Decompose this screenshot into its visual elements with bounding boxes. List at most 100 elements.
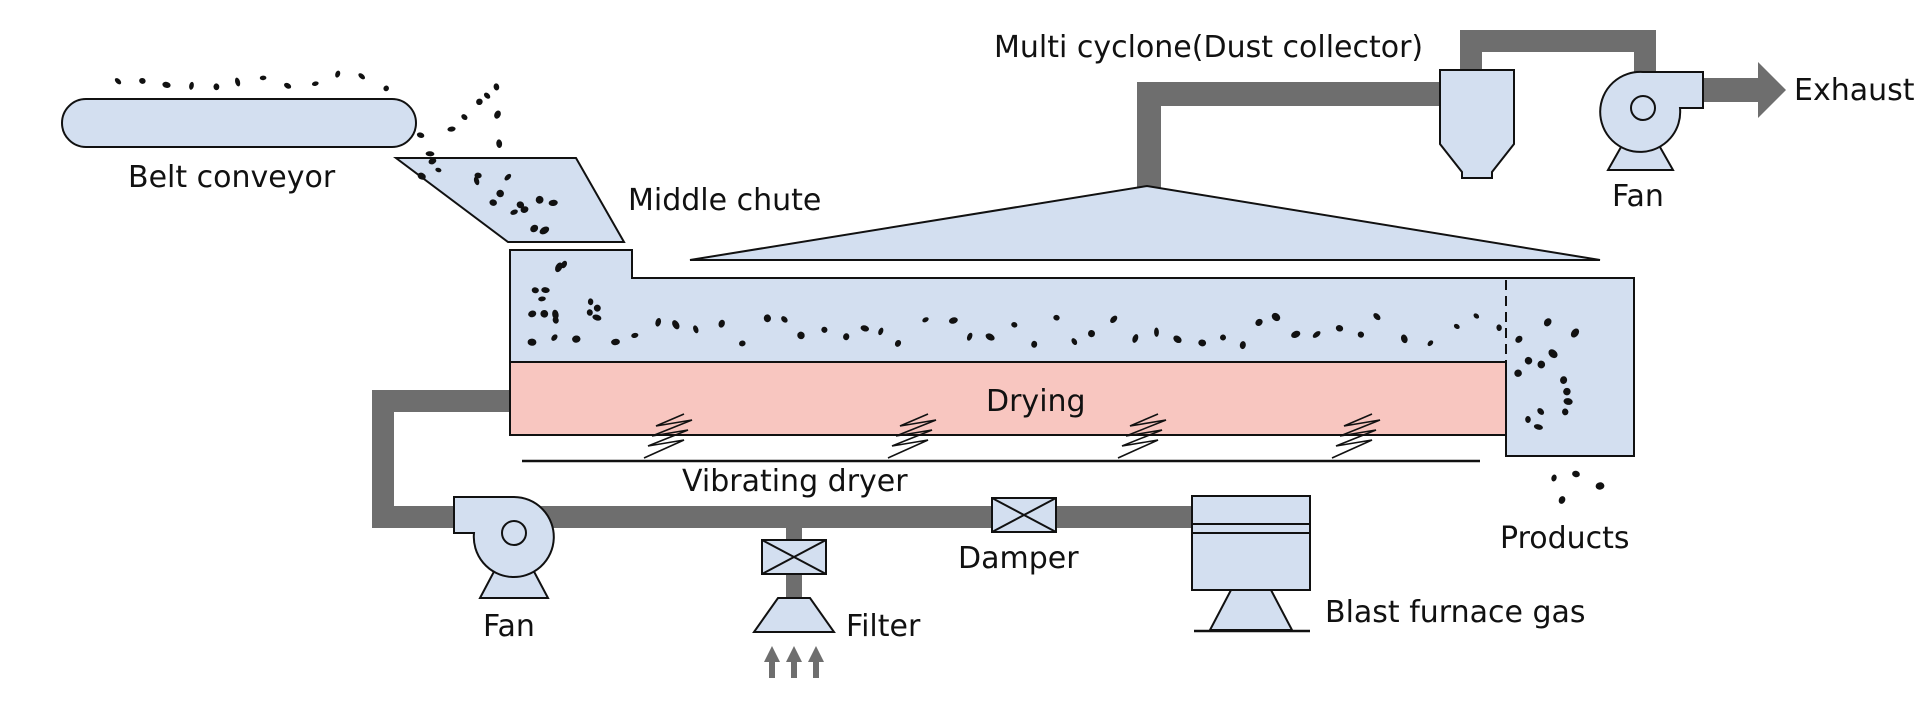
label-products: Products: [1500, 521, 1630, 556]
particle: [538, 296, 546, 302]
particle: [1533, 424, 1543, 430]
duct-to-cyclone: [1137, 82, 1442, 106]
particle: [416, 132, 425, 138]
particle: [611, 338, 620, 346]
exhaust-arrow-icon: [1758, 62, 1786, 118]
particle: [516, 201, 525, 209]
particle: [496, 139, 503, 148]
particle: [447, 126, 456, 132]
particle: [821, 326, 828, 333]
vibration-springs: [643, 413, 1381, 459]
particle: [114, 78, 122, 85]
particle: [1514, 369, 1522, 377]
particle: [535, 195, 544, 204]
particle: [139, 77, 146, 84]
particle: [494, 110, 501, 119]
particle: [693, 325, 699, 334]
particle: [1335, 325, 1344, 332]
particle: [1473, 313, 1480, 319]
particle: [718, 319, 725, 328]
particle: [922, 317, 929, 323]
particle: [1537, 408, 1545, 415]
label-middle-chute: Middle chute: [628, 183, 821, 218]
particle: [1271, 312, 1281, 322]
particle: [587, 298, 594, 306]
particle: [948, 317, 958, 324]
particle: [259, 75, 267, 81]
middle-chute: [393, 157, 626, 243]
particle: [1560, 376, 1568, 384]
particle: [1031, 340, 1038, 348]
particle: [1548, 349, 1558, 359]
label-belt-conveyor: Belt conveyor: [128, 160, 336, 195]
blast-furnace-gas-burner: [1191, 495, 1311, 633]
particle: [555, 262, 563, 273]
particle: [540, 309, 549, 318]
duct-loop-vertical: [372, 390, 394, 528]
particle: [425, 151, 435, 157]
particle: [586, 309, 593, 316]
particle: [560, 260, 568, 269]
particle: [483, 92, 491, 99]
particle: [493, 83, 500, 91]
particle: [860, 325, 870, 332]
particle: [510, 209, 518, 215]
particle: [1312, 331, 1321, 338]
particle: [985, 333, 995, 341]
particle: [417, 172, 426, 180]
particle: [1515, 335, 1523, 343]
spring: [887, 413, 937, 459]
particle: [528, 310, 537, 318]
spring: [1331, 413, 1381, 459]
particle: [655, 317, 662, 327]
particle: [1255, 318, 1263, 326]
particle: [1198, 339, 1207, 347]
particle: [1563, 387, 1571, 396]
particle: [781, 316, 788, 323]
particle: [1071, 338, 1078, 346]
particle: [335, 70, 341, 78]
multi-cyclone: [1439, 69, 1515, 179]
particle: [428, 158, 437, 165]
particle: [235, 77, 241, 87]
circulation-fan: [453, 496, 555, 599]
particle: [548, 199, 558, 207]
particle: [435, 167, 442, 173]
belt-conveyor: [61, 98, 417, 148]
particle: [1570, 328, 1580, 338]
label-multi-cyclone: Multi cyclone(Dust collector): [994, 30, 1423, 65]
particle: [878, 327, 884, 336]
particle: [1291, 330, 1301, 338]
particle: [739, 340, 746, 347]
label-damper: Damper: [958, 541, 1079, 576]
particle: [1373, 313, 1381, 321]
label-filter: Filter: [846, 609, 921, 644]
particle: [552, 316, 559, 324]
particle: [1537, 360, 1546, 369]
particle: [1524, 356, 1533, 365]
particle: [527, 338, 537, 346]
particle: [1011, 322, 1018, 328]
damper: [991, 497, 1057, 533]
particle: [592, 314, 602, 321]
particle: [213, 83, 220, 91]
particle: [504, 173, 512, 181]
particle: [1220, 334, 1226, 341]
particle: [551, 334, 558, 341]
particle: [1239, 341, 1246, 350]
particle: [1525, 416, 1531, 423]
particle: [162, 81, 171, 88]
particle: [1400, 334, 1408, 344]
particle: [1558, 496, 1566, 504]
label-fan-bottom: Fan: [483, 609, 535, 644]
particle: [1543, 318, 1552, 327]
particle: [797, 331, 805, 340]
particle: [1453, 323, 1460, 329]
duct-dryer-inlet: [372, 390, 512, 412]
particle: [473, 176, 480, 186]
duct-network: [372, 30, 1786, 678]
spring: [1117, 413, 1167, 459]
particle: [189, 81, 194, 90]
particle: [1173, 335, 1182, 344]
